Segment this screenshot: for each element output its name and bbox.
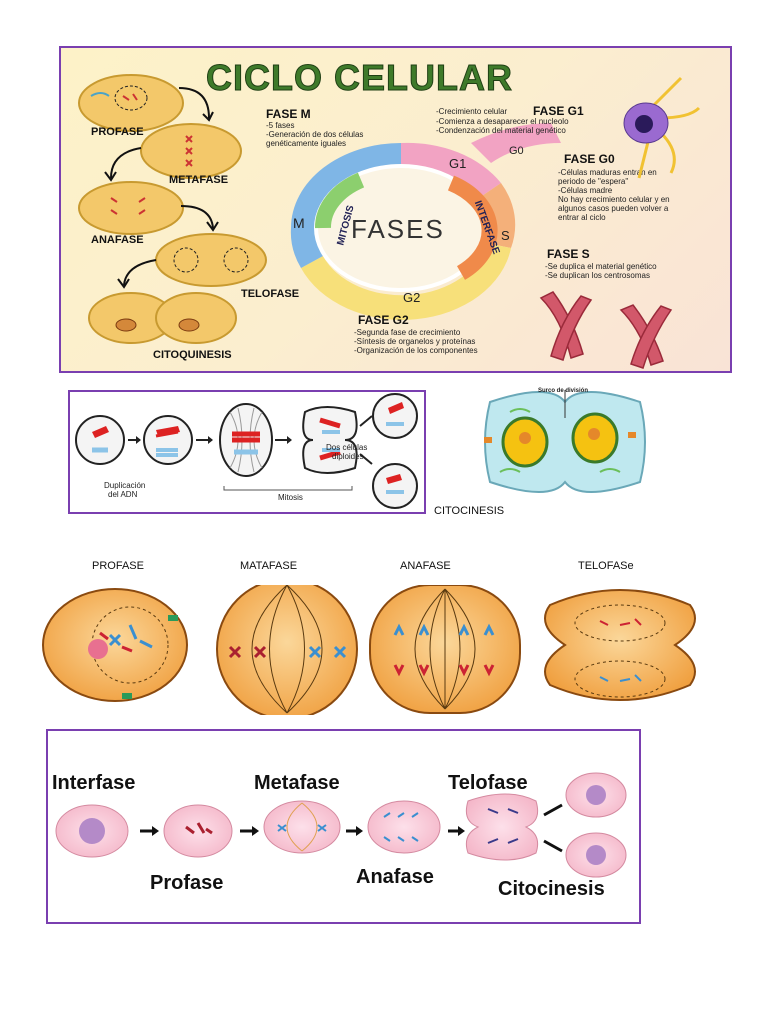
fase-g0-heading: FASE G0: [564, 152, 615, 166]
phase-cell-telofase: [544, 589, 696, 701]
ring-center-label: FASES: [351, 214, 445, 244]
ring-label-g2: G2: [403, 290, 420, 305]
stage-cell-anafase: [78, 181, 184, 235]
fase-m-line-3: genéticamente iguales: [266, 139, 346, 148]
stage-cell-citoquinesis: [88, 292, 237, 344]
sequence-diagram: Interfase Metafase Telofase Profase Anaf…: [46, 729, 641, 924]
seq-label-citocinesis: Citocinesis: [498, 878, 605, 900]
cell-start: [75, 415, 125, 465]
seq-label-metafase: Metafase: [254, 772, 340, 794]
label-result-1: Dos células: [326, 443, 367, 452]
stage-cell-profase: [78, 74, 184, 132]
seq-cell-telofase: [465, 793, 539, 861]
fase-g2-heading: FASE G2: [358, 313, 409, 327]
stage-arrows: [104, 87, 219, 289]
label-result-2: diploides: [332, 452, 364, 461]
fase-g2-line-3: -Organización de los componentes: [354, 346, 478, 355]
fase-m-line-2: -Generación de dos células: [266, 130, 363, 139]
cell-cycle-infographic: CICLO CELULAR: [59, 46, 732, 373]
stage-label-citoquinesis: CITOQUINESIS: [153, 349, 232, 361]
fase-s-heading: FASE S: [547, 247, 590, 261]
neuron-illustration: [623, 76, 701, 179]
cytokinesis-caption: CITOCINESIS: [434, 505, 505, 517]
seq-label-anafase: Anafase: [356, 866, 434, 888]
fase-g1-heading: FASE G1: [533, 104, 584, 118]
cytokinesis-figure: Surco de división: [470, 382, 650, 500]
phase-row-label-anafase: ANAFASE: [400, 560, 451, 572]
label-mitosis: Mitosis: [278, 493, 303, 502]
ring-label-g1: G1: [449, 156, 466, 171]
daughter-cell-bottom: [372, 463, 418, 509]
seq-label-interfase: Interfase: [52, 772, 135, 794]
phase-row-label-profase: PROFASE: [92, 560, 144, 572]
stage-label-telofase: TELOFASE: [241, 288, 299, 300]
seq-label-telofase: Telofase: [448, 772, 528, 794]
fase-g0-line-5: algunos casos pueden volver a: [558, 204, 669, 213]
seq-label-profase: Profase: [150, 872, 223, 894]
fase-g1-line-3: -Condenzación del material genético: [436, 126, 566, 135]
stage-cell-telofase: [155, 233, 267, 287]
fase-s-line-1: -Se duplica el material genético: [545, 262, 657, 271]
cytokinesis-inner-label: Surco de división: [538, 388, 588, 394]
fase-g1-line-2: -Comienza a desaparecer el nucleolo: [436, 117, 569, 126]
fase-g1-line-1: -Crecimiento celular: [436, 107, 507, 116]
fase-g0-line-2: periodo de "espera": [558, 177, 628, 186]
label-dup-2: del ADN: [108, 490, 138, 499]
mitosis-diagram: Duplicación del ADN Mitosis Dos células …: [68, 390, 426, 514]
fase-m-heading: FASE M: [266, 107, 311, 121]
fase-g0-line-1: -Células maduras entran en: [558, 168, 657, 177]
ring-label-s: S: [501, 228, 510, 243]
seq-cell-profase: [163, 804, 233, 858]
chromosome-illustration: [539, 291, 673, 369]
fase-g0-line-3: -Células madre: [558, 186, 613, 195]
ring-label-m: M: [293, 215, 305, 231]
ring-label-g0: G0: [509, 145, 524, 157]
fase-g0-line-4: No hay crecimiento celular y en: [558, 195, 670, 204]
cell-anaphase: [302, 406, 358, 474]
label-dup-1: Duplicación: [104, 481, 145, 490]
stage-label-profase: PROFASE: [91, 126, 144, 138]
seq-cell-metafase: [263, 800, 341, 854]
fase-g0-line-6: entrar al ciclo: [558, 213, 606, 222]
fase-m-line-1: -5 fases: [266, 121, 294, 130]
phase-cell-profase: [42, 588, 188, 702]
cycle-ring: M G1 G0 S G2 MITOSIS INTERFASE FASES: [290, 123, 561, 320]
fase-g2-line-2: -Síntesis de organelos y proteínas: [354, 337, 475, 346]
stage-label-metafase: METAFASE: [169, 174, 228, 186]
phase-row-label-telofase: TELOFASe: [578, 560, 634, 572]
seq-cell-anafase: [367, 800, 441, 854]
fase-g2-line-1: -Segunda fase de crecimiento: [354, 328, 461, 337]
daughter-cell-top: [372, 393, 418, 439]
phase-row-images: [40, 578, 700, 720]
stage-label-anafase: ANAFASE: [91, 234, 144, 246]
infographic-title: CICLO CELULAR: [206, 57, 513, 98]
phase-row-label-metafase: MATAFASE: [240, 560, 298, 572]
fase-s-line-2: -Se duplican los centrosomas: [545, 271, 650, 280]
stage-cell-metafase: [140, 123, 242, 179]
